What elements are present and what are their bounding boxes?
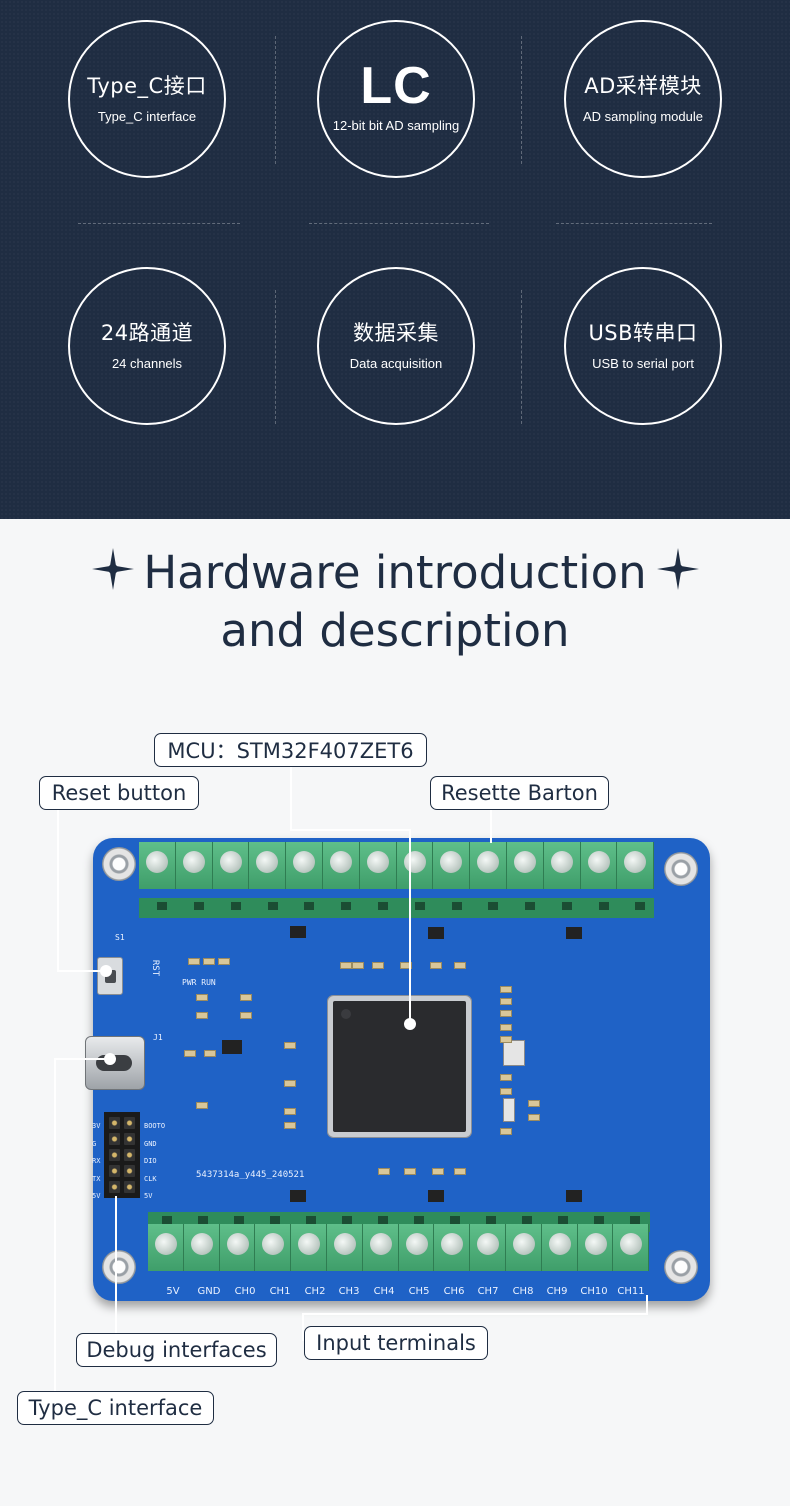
leader-mcu bbox=[409, 829, 411, 1024]
silk-rst: RST bbox=[150, 959, 161, 977]
feature-title: USB转串口 bbox=[588, 320, 698, 345]
pin-label: CH0 bbox=[234, 1286, 256, 1297]
callout-reset-button: Reset button bbox=[39, 776, 199, 810]
sparkle-icon bbox=[657, 548, 699, 590]
top-terminal-block bbox=[139, 842, 655, 889]
leader-typec bbox=[54, 1060, 56, 1393]
callout-input-terminals: Input terminals bbox=[304, 1326, 488, 1360]
mcu-chip bbox=[333, 1001, 466, 1132]
feature-subtitle: USB to serial port bbox=[592, 356, 694, 372]
ic-d7 bbox=[428, 927, 444, 939]
silk-serial: 5437314a_y445_240521 bbox=[196, 1170, 305, 1180]
feature-subtitle: AD sampling module bbox=[583, 109, 703, 125]
ic-d6 bbox=[566, 927, 582, 939]
leader-resette bbox=[490, 809, 492, 843]
pin-label: CH6 bbox=[443, 1286, 465, 1297]
callout-typec-interface: Type_C interface bbox=[17, 1391, 214, 1425]
mounting-hole bbox=[102, 847, 136, 881]
feature-ad-sampling: AD采样模块 AD sampling module bbox=[564, 20, 722, 178]
crystal-y1 bbox=[503, 1098, 515, 1122]
callout-debug-interfaces: Debug interfaces bbox=[76, 1333, 277, 1367]
leader-reset bbox=[57, 809, 59, 971]
feature-title: AD采样模块 bbox=[584, 73, 702, 98]
feature-usb-serial: USB转串口 USB to serial port bbox=[564, 267, 722, 425]
mounting-hole bbox=[664, 852, 698, 886]
feature-subtitle: 12-bit bit AD sampling bbox=[332, 117, 460, 133]
silk-s1: S1 bbox=[115, 933, 125, 942]
pin-label: CH4 bbox=[373, 1286, 395, 1297]
leader-input bbox=[302, 1313, 647, 1315]
divider bbox=[309, 223, 489, 224]
debug-header bbox=[104, 1112, 140, 1198]
leader-input bbox=[646, 1295, 648, 1315]
leader-typec bbox=[54, 1058, 109, 1060]
sparkle-icon bbox=[92, 548, 134, 590]
feature-24-channels: 24路通道 24 channels bbox=[68, 267, 226, 425]
callout-resette-barton: Resette Barton bbox=[430, 776, 609, 810]
section-title-line1: Hardware introduction bbox=[143, 546, 647, 599]
divider bbox=[521, 290, 522, 424]
silk-pwr-run: PWR RUN bbox=[182, 978, 216, 987]
pin-label: CH5 bbox=[408, 1286, 430, 1297]
pin-label: CH9 bbox=[546, 1286, 568, 1297]
silk-j1: J1 bbox=[153, 1033, 163, 1042]
divider bbox=[78, 223, 240, 224]
bottom-terminal-block bbox=[148, 1224, 650, 1271]
feature-title: 24路通道 bbox=[100, 320, 194, 345]
ic-d4 bbox=[428, 1190, 444, 1202]
leader-dot bbox=[100, 965, 112, 977]
leader-mcu bbox=[290, 829, 410, 831]
ic-d8 bbox=[290, 926, 306, 938]
usb-c-connector bbox=[85, 1036, 145, 1090]
pin-label: CH7 bbox=[477, 1286, 499, 1297]
leader-input bbox=[302, 1313, 304, 1341]
divider bbox=[275, 290, 276, 424]
pin-label: 5V bbox=[166, 1286, 180, 1297]
pin-label: CH2 bbox=[304, 1286, 326, 1297]
pin-label: CH11 bbox=[617, 1286, 645, 1297]
section-title-line2: and description bbox=[220, 604, 570, 657]
leader-mcu bbox=[290, 767, 292, 830]
feature-subtitle: Type_C interface bbox=[97, 109, 197, 125]
pin-label: CH10 bbox=[580, 1286, 608, 1297]
pin-label: CH3 bbox=[338, 1286, 360, 1297]
feature-title: Type_C接口 bbox=[87, 73, 207, 98]
leader-reset bbox=[57, 970, 105, 972]
divider bbox=[556, 223, 712, 224]
divider bbox=[275, 36, 276, 164]
feature-title: LC bbox=[360, 56, 432, 115]
feature-typec: Type_C接口 Type_C interface bbox=[68, 20, 226, 178]
reset-button-part bbox=[97, 957, 123, 995]
leader-dot bbox=[104, 1053, 116, 1065]
feature-title: 数据采集 bbox=[353, 320, 439, 345]
feature-subtitle: 24 channels bbox=[111, 356, 183, 372]
leader-debug bbox=[115, 1196, 117, 1334]
feature-data-acquisition: 数据采集 Data acquisition bbox=[317, 267, 475, 425]
feature-subtitle: Data acquisition bbox=[349, 356, 443, 372]
ic-d3 bbox=[290, 1190, 306, 1202]
divider bbox=[521, 36, 522, 164]
section-title: Hardware introduction and description bbox=[0, 544, 790, 660]
ic-u3 bbox=[222, 1040, 242, 1054]
pin-label: CH8 bbox=[512, 1286, 534, 1297]
top-terminal-base bbox=[139, 898, 654, 918]
leader-dot bbox=[404, 1018, 416, 1030]
pin-label: CH1 bbox=[269, 1286, 291, 1297]
features-panel: Type_C接口 Type_C interface LC 12-bit bit … bbox=[0, 0, 790, 519]
crystal-y2 bbox=[503, 1040, 525, 1066]
mounting-hole bbox=[664, 1250, 698, 1284]
feature-lc: LC 12-bit bit AD sampling bbox=[317, 20, 475, 178]
ic-d5 bbox=[566, 1190, 582, 1202]
mounting-hole bbox=[102, 1250, 136, 1284]
callout-mcu: MCU：STM32F407ZET6 bbox=[154, 733, 427, 767]
pin-label: GND bbox=[197, 1286, 221, 1297]
